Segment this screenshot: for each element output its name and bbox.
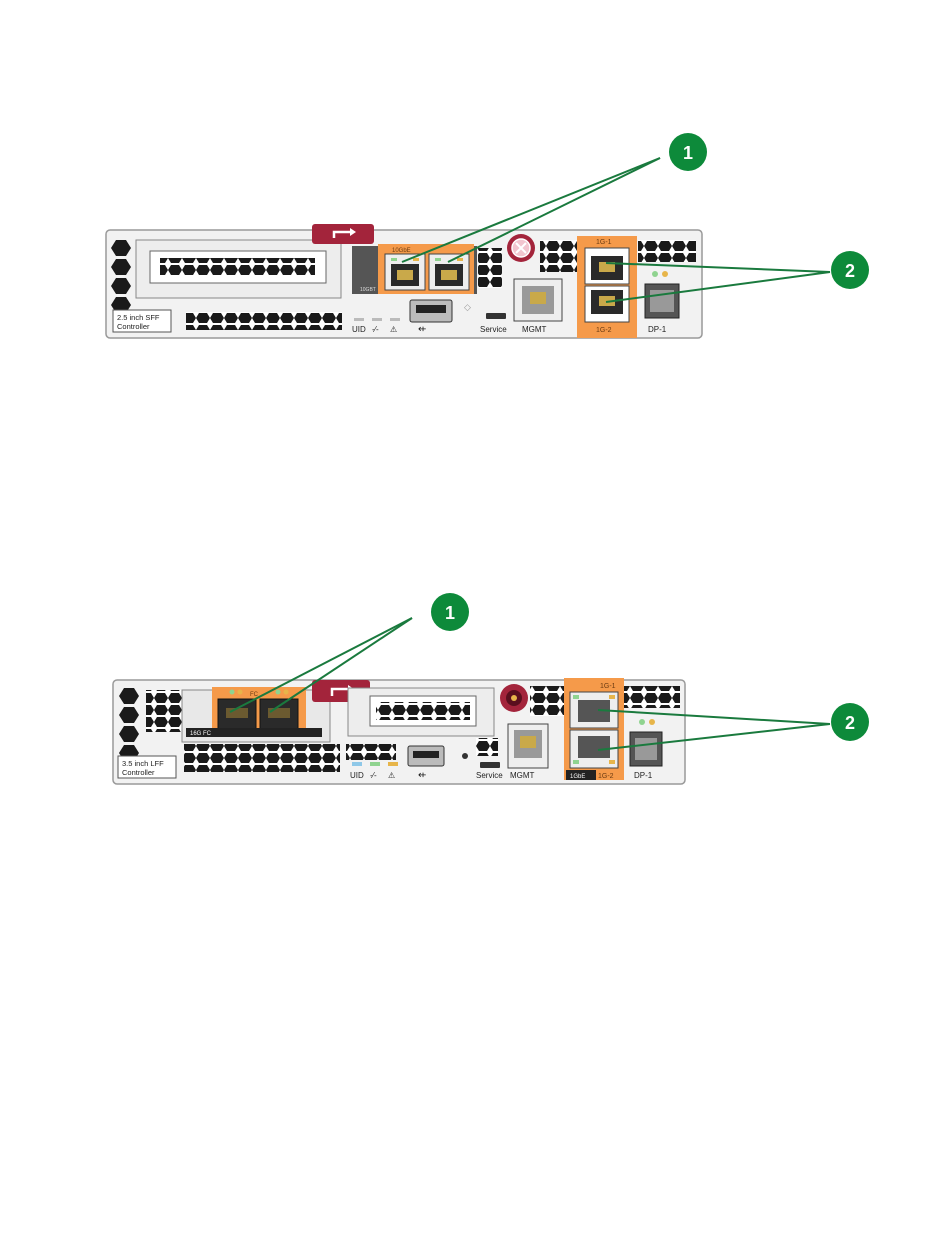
dp-led-amber [662, 271, 668, 277]
fc-port-a[interactable] [218, 699, 256, 729]
right-vent-a [530, 686, 564, 716]
dp-led-green [652, 271, 658, 277]
service-label: Service [476, 771, 503, 780]
dp-label: DP-1 [634, 771, 653, 780]
mgmt-label: MGMT [522, 325, 547, 334]
status-leds [354, 318, 400, 321]
bottom-vent-b [346, 744, 396, 760]
bottom-vent [186, 312, 342, 330]
iscsi-port-2[interactable] [585, 286, 629, 322]
warning-icon: ⚠ [390, 325, 397, 334]
dp-led-amber [649, 719, 655, 725]
usb-icon: ⇷ [418, 770, 426, 781]
release-handle[interactable] [312, 224, 374, 244]
mgmt-label: MGMT [510, 771, 535, 780]
service-port[interactable] [486, 313, 506, 319]
port-label-bottom: 1G-2 [596, 327, 612, 334]
health-icon: -⁄- [372, 325, 379, 334]
sff-controller-figure: 2.5 inch SFF Controller 10GbE 10GBT UID … [0, 0, 950, 420]
mgmt-port[interactable] [514, 279, 562, 321]
host-port-b[interactable] [429, 254, 469, 290]
fc-port-b[interactable] [260, 699, 298, 729]
service-label: Service [480, 325, 507, 334]
callout-2-number: 2 [845, 261, 855, 281]
lff-controller-diagram: FC 16G FC 3.5 inch LFF Controller UID -⁄… [0, 560, 950, 880]
host-port-caption: 10GBT [360, 287, 376, 293]
right-vent-b [624, 686, 680, 708]
host-port-label: 10GbE [392, 248, 411, 254]
sff-controller-diagram: 2.5 inch SFF Controller 10GbE 10GBT UID … [0, 0, 950, 420]
reset-pinhole: ◇ [464, 302, 471, 312]
reset-pinhole[interactable] [462, 753, 468, 759]
iscsi-label: 1GbE [570, 774, 585, 780]
callout-1-number: 1 [683, 143, 693, 163]
uid-label: UID [352, 325, 366, 334]
card-bay-vent [160, 258, 315, 276]
port-label-bottom: 1G-2 [598, 773, 614, 780]
controller-label-line2: Controller [122, 768, 155, 777]
callout-1-number: 1 [445, 603, 455, 623]
status-leds [352, 762, 398, 766]
middle-vent [478, 248, 502, 288]
uid-label: UID [350, 771, 364, 780]
controller-label-line1: 3.5 inch LFF [122, 759, 164, 768]
warning-icon: ⚠ [388, 771, 395, 780]
bottom-vent [184, 744, 340, 772]
right-vent-b [638, 240, 696, 262]
controller-label-line2: Controller [117, 322, 150, 331]
callout-2-number: 2 [845, 713, 855, 733]
host-port-a[interactable] [385, 254, 425, 290]
mgmt-port[interactable] [508, 724, 548, 768]
lff-controller-figure: FC 16G FC 3.5 inch LFF Controller UID -⁄… [0, 560, 950, 880]
port-label-top: 1G-1 [596, 239, 612, 246]
controller-label-line1: 2.5 inch SFF [117, 313, 160, 322]
health-icon: -⁄- [370, 771, 377, 780]
dp-led-green [639, 719, 645, 725]
port-label-top: 1G-1 [600, 683, 616, 690]
service-port[interactable] [480, 762, 500, 768]
card-bay-vent [376, 702, 470, 720]
right-vent-a [540, 240, 578, 272]
host-port-caption: 16G FC [190, 731, 212, 737]
usb-icon: ⇷ [418, 324, 426, 335]
iscsi-port-1[interactable] [585, 248, 629, 284]
dp-label: DP-1 [648, 325, 667, 334]
